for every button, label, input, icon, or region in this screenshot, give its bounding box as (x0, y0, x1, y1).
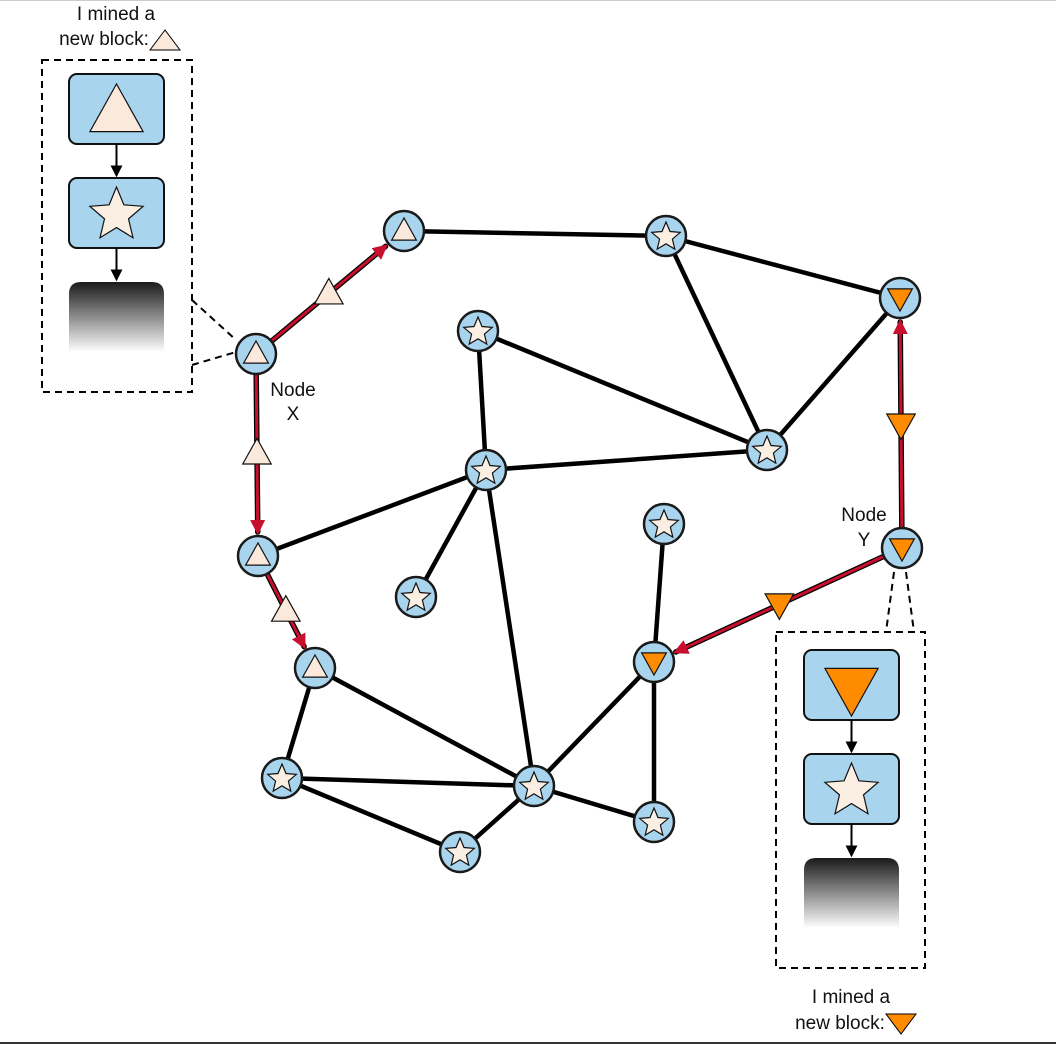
node-star-icon (444, 836, 476, 867)
chain-star-icon (88, 185, 145, 239)
node-triangle-up-icon (242, 339, 270, 364)
node-x-label-line2: X (287, 404, 300, 425)
node-s3 (745, 428, 789, 472)
node-t1 (382, 209, 426, 253)
node-oy (878, 276, 922, 320)
node-y (880, 526, 924, 570)
node-s2 (456, 309, 500, 353)
edge-s4-s3 (483, 447, 770, 473)
edge-t3-s8 (312, 665, 537, 789)
node-star-icon (462, 315, 494, 346)
edge-s1-s3 (663, 233, 770, 453)
block-in-transit-t2-t3 (270, 594, 302, 622)
node-star-icon (400, 581, 432, 612)
orange-block-icon (885, 1013, 917, 1035)
chain-history-fade (69, 282, 164, 352)
triangle-block-icon (149, 29, 181, 51)
node-x-callout (41, 59, 237, 393)
node-s10 (632, 800, 676, 844)
propagation-arrows (241, 243, 917, 655)
node-star-icon (650, 220, 682, 251)
chain-star-icon (823, 761, 880, 815)
node-s7 (438, 830, 482, 874)
caption-bottom-line2: new block: (795, 1013, 885, 1034)
node-triangle-up-icon (244, 541, 272, 566)
edge-s4-t2 (255, 467, 489, 559)
bottom-border (0, 1042, 1056, 1044)
edge-s6-s8 (279, 775, 537, 789)
node-triangle-up-icon (390, 216, 418, 241)
node-ob (632, 640, 676, 684)
node-star-icon (751, 434, 783, 465)
caption-top-line1: I mined a (77, 4, 156, 25)
chain-triangle-down-icon (823, 667, 880, 718)
node-star-icon (648, 508, 680, 539)
node-triangle-down-icon (888, 538, 916, 563)
edge-s4-s5 (413, 467, 489, 600)
node-triangle-down-icon (886, 288, 914, 313)
edge-s1-oy (663, 233, 903, 301)
block-in-transit-y-ob (764, 593, 795, 621)
node-y-callout (775, 571, 926, 969)
node-star-icon (518, 770, 550, 801)
caption-bottom-line1: I mined a (812, 987, 891, 1008)
node-y-label-line1: Node (841, 505, 886, 526)
node-t2 (236, 534, 280, 578)
node-x (234, 332, 278, 376)
caption-top-line2: new block: (59, 29, 149, 50)
node-t3 (293, 646, 337, 690)
edge-s9-ob (651, 521, 667, 665)
node-triangle-up-icon (301, 653, 329, 678)
block-in-transit-x-t1 (313, 277, 345, 305)
node-s4 (464, 448, 508, 492)
node-s9 (642, 502, 686, 546)
node-star-icon (470, 454, 502, 485)
node-s1 (644, 214, 688, 258)
block-in-transit-y-oy (885, 413, 917, 441)
node-star-icon (266, 762, 298, 793)
node-s5 (394, 575, 438, 619)
node-s8 (512, 764, 556, 808)
node-y-label-line2: Y (858, 530, 871, 551)
chain-history-fade (804, 858, 899, 928)
edge-s6-s7 (279, 775, 463, 855)
edge-t1-s1 (401, 228, 669, 239)
block-in-transit-x-t2 (241, 437, 273, 465)
network-nodes (234, 209, 924, 874)
edge-s2-s3 (475, 328, 770, 453)
node-star-icon (638, 806, 670, 837)
node-s6 (260, 756, 304, 800)
top-border (0, 0, 1056, 1)
edge-s2-s4 (475, 328, 489, 473)
edge-s4-s8 (483, 467, 537, 789)
chain-triangle-up-icon (88, 82, 145, 133)
edge-s8-ob (531, 659, 657, 789)
edge-oy-s3 (764, 295, 903, 453)
node-x-label-line1: Node (270, 380, 315, 401)
node-triangle-down-icon (640, 652, 668, 677)
